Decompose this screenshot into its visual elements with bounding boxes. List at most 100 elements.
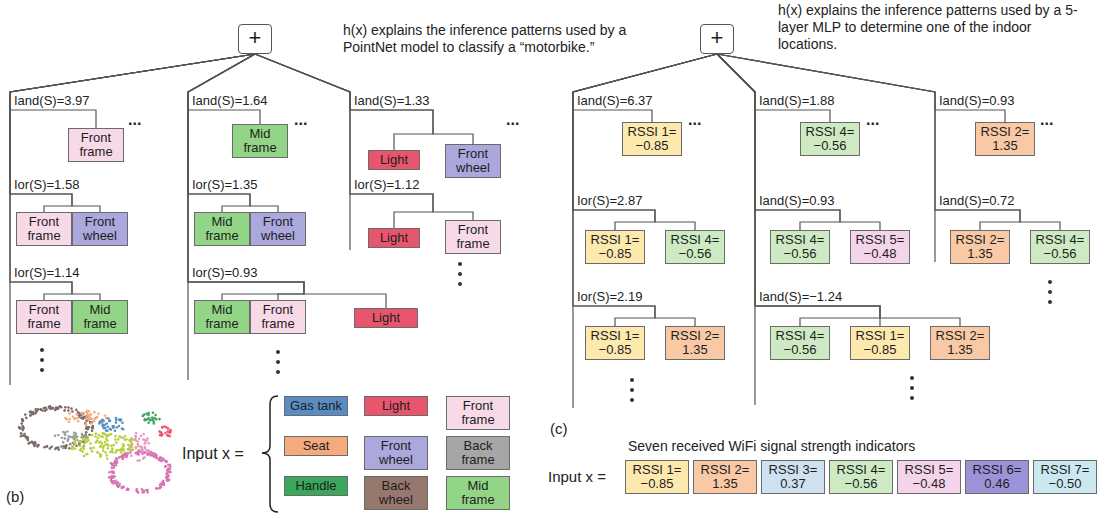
tree-connector <box>573 54 717 326</box>
cloud-point <box>90 422 93 425</box>
cloud-point <box>116 459 119 462</box>
cloud-point <box>113 475 116 478</box>
cloud-point <box>19 427 22 430</box>
interaction-value: Ior(S)=2.19 <box>576 289 643 304</box>
box-text: RSSI 4=−0.56 <box>1034 233 1086 261</box>
cloud-point <box>109 428 112 431</box>
cloud-point <box>68 412 71 415</box>
box-text: RSSI 4=−0.56 <box>774 329 826 357</box>
box-text: Handle <box>289 479 343 493</box>
box-text: RSSI 2=1.35 <box>699 463 751 491</box>
cloud-point <box>143 413 146 416</box>
cloud-point <box>29 410 32 413</box>
cloud-point <box>122 428 125 431</box>
cloud-point <box>24 413 27 416</box>
cloud-point <box>129 451 132 454</box>
cloud-point <box>142 491 145 494</box>
cloud-point <box>116 426 119 429</box>
feature-box: RSSI 1=−0.85 <box>850 326 910 360</box>
cloud-point <box>100 421 103 424</box>
cloud-point <box>29 414 32 417</box>
cloud-point <box>55 447 58 450</box>
cloud-point <box>85 423 88 426</box>
feature-box: Front wheel <box>445 144 501 178</box>
feature-box: Mid frame <box>232 124 288 158</box>
cloud-point <box>86 440 89 443</box>
cloud-point <box>36 409 39 412</box>
cloud-point <box>152 420 155 423</box>
cloud-point <box>124 435 127 438</box>
cloud-point <box>101 442 104 445</box>
cloud-point <box>109 428 112 431</box>
cloud-point <box>82 438 85 441</box>
cloud-point <box>142 457 145 460</box>
panel-label: (b) <box>6 488 40 506</box>
box-text: RSSI 1=−0.85 <box>854 329 906 357</box>
cloud-point <box>86 410 89 413</box>
cloud-point <box>68 447 71 450</box>
cloud-point <box>127 488 130 491</box>
cloud-point <box>76 413 79 416</box>
cloud-point <box>169 431 172 434</box>
cloud-point <box>159 431 162 434</box>
feature-box: RSSI 2=1.35 <box>975 122 1035 156</box>
cloud-point <box>89 447 92 450</box>
interaction-value: Iand(S)=0.72 <box>938 193 1016 208</box>
cloud-point <box>36 444 39 447</box>
cloud-point <box>150 451 153 454</box>
tree-connector <box>717 54 880 326</box>
cloud-point <box>33 445 36 448</box>
cloud-point <box>61 436 64 439</box>
cloud-point <box>75 445 78 448</box>
cloud-point <box>30 411 33 414</box>
cloud-point <box>78 441 81 444</box>
cloud-point <box>167 479 170 482</box>
box-text: Seat <box>289 439 343 453</box>
cloud-point <box>71 448 74 451</box>
cloud-point <box>106 425 109 428</box>
cloud-point <box>85 416 88 419</box>
ellipsis: ... <box>128 110 158 129</box>
cloud-point <box>71 436 74 439</box>
cloud-point <box>89 422 92 425</box>
cloud-point <box>147 422 150 425</box>
cloud-point <box>120 418 123 421</box>
interaction-value: Ior(S)=1.58 <box>13 177 80 192</box>
box-text: Front frame <box>450 223 496 251</box>
cloud-point <box>83 455 86 458</box>
cloud-point <box>103 445 106 448</box>
interaction-value: Iand(S)=0.93 <box>938 93 1016 108</box>
feature-box: RSSI 4=−0.56 <box>665 230 725 264</box>
cloud-point <box>91 450 94 453</box>
cloud-point <box>90 418 93 421</box>
cloud-point <box>134 435 137 438</box>
cloud-point <box>121 486 124 489</box>
cloud-point <box>74 442 77 445</box>
cloud-point <box>83 437 86 440</box>
cloud-point <box>155 488 158 491</box>
cloud-point <box>140 450 143 453</box>
cloud-point <box>80 448 83 451</box>
box-text: Front wheel <box>77 215 123 243</box>
cloud-point <box>137 440 140 443</box>
tree-connector <box>188 54 304 300</box>
box-text: RSSI 2=1.35 <box>954 233 1006 261</box>
cloud-point <box>20 435 23 438</box>
cloud-point <box>118 435 121 438</box>
cloud-point <box>104 451 107 454</box>
box-text: Front wheel <box>369 439 423 467</box>
cloud-point <box>149 454 152 457</box>
feature-box: Light <box>364 396 428 416</box>
cloud-point <box>99 455 102 458</box>
input-label: Input x = <box>182 444 262 463</box>
cloud-point <box>163 425 166 428</box>
cloud-point <box>82 437 85 440</box>
cloud-point <box>116 449 119 452</box>
cloud-point <box>95 432 98 435</box>
cloud-point <box>160 434 163 437</box>
cloud-point <box>111 447 114 450</box>
feature-box: RSSI 3=0.37 <box>761 460 825 494</box>
interaction-value: Ior(S)=0.93 <box>191 265 258 280</box>
feature-box: RSSI 5=−0.48 <box>850 230 910 264</box>
